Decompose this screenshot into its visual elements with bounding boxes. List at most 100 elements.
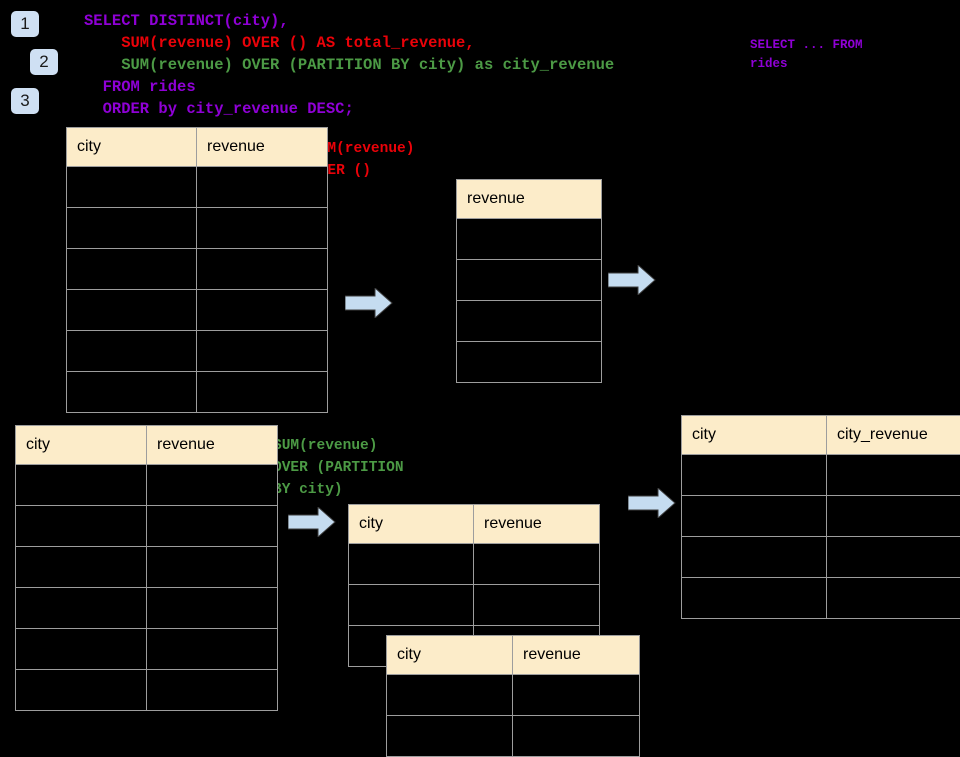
- cell-revenue: [474, 544, 600, 585]
- cell-city-revenue: [827, 455, 960, 496]
- column-header-city: city: [16, 426, 147, 465]
- table-row: [67, 249, 328, 290]
- step-badge-2: 2: [30, 49, 58, 75]
- column-header-city: city: [682, 416, 827, 455]
- cell-city: [16, 547, 147, 588]
- table-row: [682, 578, 960, 619]
- arrow-to-partition: [288, 507, 336, 537]
- table-body: [457, 219, 602, 383]
- cell-city: [67, 290, 197, 331]
- cell-city: [349, 544, 474, 585]
- column-header-city: city: [387, 636, 513, 675]
- table-row: [16, 547, 278, 588]
- table-row: [16, 465, 278, 506]
- cell-city: [67, 372, 197, 413]
- cell-revenue: [474, 585, 600, 626]
- table-rides-bottom: city revenue: [15, 425, 278, 711]
- cell-city: [682, 578, 827, 619]
- cell-revenue: [197, 249, 328, 290]
- table-header-row: city city_revenue: [682, 416, 960, 455]
- cell-city: [16, 506, 147, 547]
- column-header-revenue: revenue: [197, 128, 328, 167]
- cell-revenue: [513, 675, 640, 716]
- column-header-revenue: revenue: [457, 180, 602, 219]
- table-body: [16, 465, 278, 711]
- sql-line-order-by: ORDER by city_revenue DESC;: [84, 98, 354, 120]
- cell-city: [387, 675, 513, 716]
- table-body: [682, 455, 960, 619]
- table-row: [16, 506, 278, 547]
- table-header-row: city revenue: [16, 426, 278, 465]
- table-row: [16, 588, 278, 629]
- sql-line-select: SELECT DISTINCT(city),: [84, 10, 289, 32]
- cell-revenue: [147, 670, 278, 711]
- table-total-revenue: revenue: [456, 179, 602, 383]
- column-header-revenue: revenue: [474, 505, 600, 544]
- table-row: [682, 455, 960, 496]
- cell-city-revenue: [827, 578, 960, 619]
- column-header-city: city: [67, 128, 197, 167]
- table-row: [349, 585, 600, 626]
- table-row: [67, 167, 328, 208]
- table-row: [67, 372, 328, 413]
- cell-revenue: [147, 588, 278, 629]
- arrow-to-total-revenue: [345, 288, 393, 318]
- cell-city: [387, 716, 513, 757]
- annotation-city-revenue: SUM(revenue) OVER (PARTITION BY city): [273, 435, 404, 501]
- cell-revenue: [197, 167, 328, 208]
- step-badge-3: 3: [11, 88, 39, 114]
- column-header-city-revenue: city_revenue: [827, 416, 960, 455]
- cell-city: [682, 496, 827, 537]
- table-row: [457, 301, 602, 342]
- cell-revenue: [457, 260, 602, 301]
- table-header-row: city revenue: [349, 505, 600, 544]
- cell-city: [682, 455, 827, 496]
- cell-city: [16, 465, 147, 506]
- table-row: [682, 496, 960, 537]
- cell-city: [67, 331, 197, 372]
- table-row: [349, 544, 600, 585]
- cell-revenue: [147, 629, 278, 670]
- cell-revenue: [147, 465, 278, 506]
- table-partition-front: city revenue: [386, 635, 640, 757]
- cell-city: [349, 585, 474, 626]
- column-header-revenue: revenue: [147, 426, 278, 465]
- cell-revenue: [457, 342, 602, 383]
- table-row: [387, 716, 640, 757]
- table-result: city city_revenue: [681, 415, 960, 619]
- cell-city: [16, 629, 147, 670]
- column-header-revenue: revenue: [513, 636, 640, 675]
- cell-city: [16, 588, 147, 629]
- column-header-city: city: [349, 505, 474, 544]
- table-row: [67, 208, 328, 249]
- table-header-row: city revenue: [387, 636, 640, 675]
- cell-revenue: [513, 716, 640, 757]
- table-body: [67, 167, 328, 413]
- cell-city: [67, 208, 197, 249]
- table-row: [67, 290, 328, 331]
- cell-revenue: [197, 208, 328, 249]
- table-header-row: revenue: [457, 180, 602, 219]
- cell-revenue: [147, 506, 278, 547]
- cell-revenue: [457, 301, 602, 342]
- table-row: [387, 675, 640, 716]
- cell-revenue: [197, 331, 328, 372]
- sql-line-city-revenue: SUM(revenue) OVER (PARTITION BY city) as…: [84, 54, 614, 76]
- table-row: [457, 260, 602, 301]
- cell-revenue: [147, 547, 278, 588]
- table-row: [457, 219, 602, 260]
- cell-city-revenue: [827, 537, 960, 578]
- diagram-canvas: 1 2 3 SELECT DISTINCT(city), SUM(revenue…: [0, 0, 960, 720]
- cell-revenue: [197, 290, 328, 331]
- cell-revenue: [457, 219, 602, 260]
- sql-line-from: FROM rides: [84, 76, 196, 98]
- arrow-total-revenue-out: [608, 265, 656, 295]
- table-header-row: city revenue: [67, 128, 328, 167]
- cell-city-revenue: [827, 496, 960, 537]
- table-row: [67, 331, 328, 372]
- sql-line-total-revenue: SUM(revenue) OVER () AS total_revenue,: [84, 32, 475, 54]
- cell-city: [16, 670, 147, 711]
- table-row: [16, 629, 278, 670]
- table-body: [387, 675, 640, 757]
- step-badge-1: 1: [11, 11, 39, 37]
